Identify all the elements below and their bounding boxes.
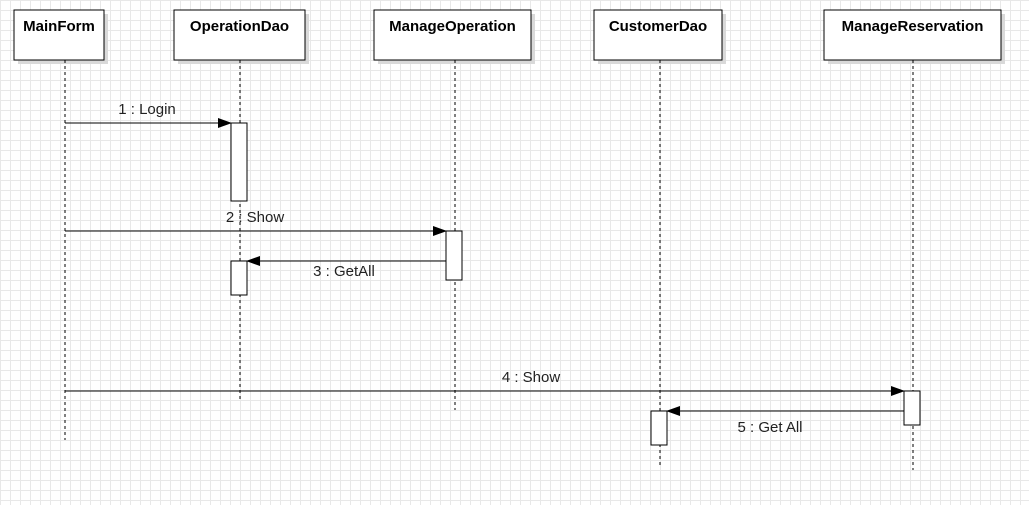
message-label: 1 : Login bbox=[118, 101, 176, 118]
message-label: 4 : Show bbox=[502, 369, 561, 386]
participant-label-managereservation: ManageReservation bbox=[842, 18, 984, 35]
participant-label-manageoperation: ManageOperation bbox=[389, 18, 516, 35]
message-label: 5 : Get All bbox=[737, 419, 802, 436]
message-2-show: 2 : Show bbox=[65, 209, 447, 236]
activation-bar-managereservation-show bbox=[903, 390, 921, 426]
participant-label-operationdao: OperationDao bbox=[190, 18, 289, 35]
participant-mainform[interactable]: MainForm bbox=[13, 9, 108, 64]
message-4-show: 4 : Show bbox=[65, 369, 905, 396]
participant-manageoperation[interactable]: ManageOperation bbox=[373, 9, 535, 64]
participant-label-mainform: MainForm bbox=[23, 18, 95, 35]
participant-label-customerdao: CustomerDao bbox=[609, 18, 707, 35]
activation-bar-operationdao-login bbox=[230, 122, 248, 202]
activation-bar-operationdao-getall bbox=[230, 260, 248, 296]
message-1-login: 1 : Login bbox=[65, 101, 232, 128]
participant-managereservation[interactable]: ManageReservation bbox=[823, 9, 1005, 64]
message-3-getall: 3 : GetAll bbox=[246, 256, 446, 280]
activation-bar-customerdao-getall bbox=[650, 410, 668, 446]
message-label: 2 : Show bbox=[226, 209, 285, 226]
message-5-get-all: 5 : Get All bbox=[666, 406, 904, 436]
participant-operationdao[interactable]: OperationDao bbox=[173, 9, 309, 64]
message-label: 3 : GetAll bbox=[313, 263, 375, 280]
activation-bar-manageoperation-show bbox=[445, 230, 463, 281]
participant-customerdao[interactable]: CustomerDao bbox=[593, 9, 726, 64]
